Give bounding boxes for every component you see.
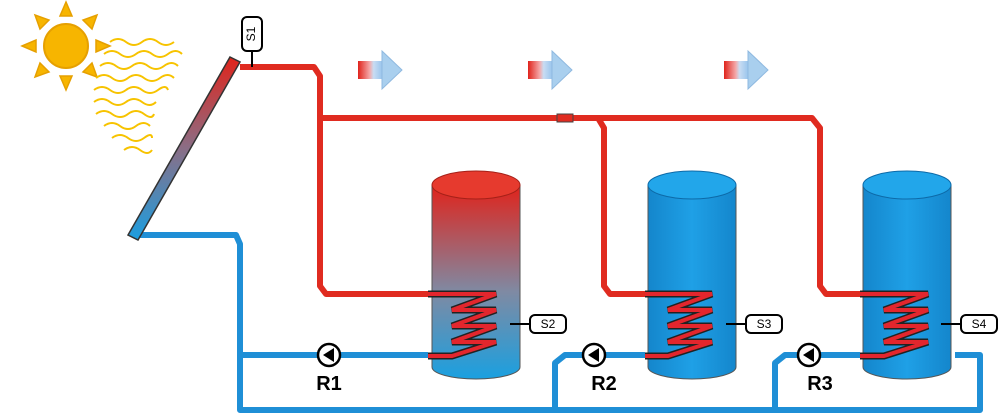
flow-arrow-icon — [528, 49, 573, 91]
heat-exchanger-coil-3 — [860, 290, 930, 360]
pump-r3: R3 — [796, 342, 833, 395]
pump-r3-label: R3 — [807, 373, 833, 395]
cold-return-pipes — [138, 232, 983, 413]
sensor-s2-label: S2 — [541, 317, 556, 331]
sensor-s1: S1 — [241, 16, 263, 67]
sensor-s3-label: S3 — [757, 317, 772, 331]
pump-arrow-icon — [323, 348, 334, 362]
pump-r1: R1 — [316, 342, 342, 395]
flow-arrows — [358, 49, 769, 91]
pump-arrow-icon — [803, 348, 814, 362]
sun-icon — [20, 0, 112, 92]
solar-collector — [126, 56, 242, 241]
sensor-s3: S3 — [726, 314, 783, 334]
storage-tank-2 — [647, 170, 737, 380]
storage-tank-1 — [431, 170, 521, 380]
hot-flow-pipes — [240, 64, 860, 297]
pump-arrow-icon — [588, 348, 599, 362]
flow-arrow-icon — [724, 49, 769, 91]
heat-exchanger-coil-2 — [645, 290, 714, 360]
heat-exchanger-coil-1 — [428, 290, 498, 360]
sensor-s2: S2 — [510, 314, 567, 334]
pump-r1-label: R1 — [316, 373, 342, 395]
sensor-s4-label: S4 — [972, 317, 987, 331]
sun-rays — [93, 38, 183, 154]
pipe-joint — [556, 113, 574, 123]
flow-arrow-icon — [358, 49, 403, 91]
storage-tank-3 — [862, 170, 952, 380]
pump-r2-label: R2 — [591, 373, 617, 395]
sensor-s1-label: S1 — [244, 26, 258, 41]
pump-r2: R2 — [581, 342, 617, 395]
sensor-s4: S4 — [941, 314, 998, 334]
